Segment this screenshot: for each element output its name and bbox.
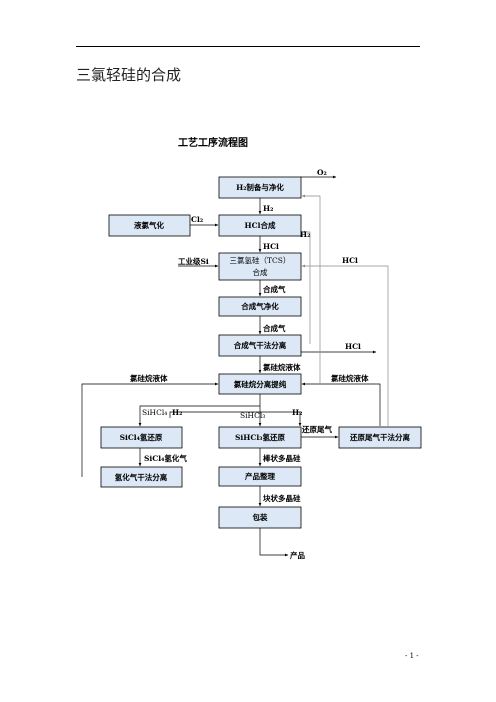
label-h2-b: H₂	[300, 230, 310, 239]
h2-recycle-line	[301, 230, 311, 344]
box-product-finishing: 产品整理	[218, 466, 302, 487]
box-liquid-chlorine: 液氯气化	[108, 214, 191, 237]
label-o2: O₂	[317, 168, 327, 177]
label-cl2: Cl₂	[191, 215, 203, 224]
page-number: - 1 -	[405, 652, 419, 660]
box-tail-gas-separation: 还原尾气干法分离	[338, 426, 422, 449]
hcl-recycle-line	[301, 264, 389, 426]
document-title: 三氯轻硅的合成	[76, 66, 182, 84]
header-rule	[76, 46, 420, 47]
label-product: 产品	[290, 550, 305, 560]
box-tcs-synthesis: 三氯氢硅（TCS） 合成	[218, 252, 302, 281]
box-dry-separation: 合成气干法分离	[218, 334, 302, 357]
chlorosilane-left-return	[81, 382, 219, 477]
h2-recycle-line-2	[301, 194, 321, 384]
sihcl4-branch-arrow	[138, 394, 261, 427]
box-gas-purification: 合成气净化	[218, 296, 302, 317]
flow-labels: O₂ H₂ Cl₂ H₂ HCl HCl 工业级Si 合成气 合成气 HCl 氯…	[130, 168, 369, 560]
box-h2-prep-label: H₂制备与净化	[236, 182, 284, 192]
box-tail-gas-separation-label: 还原尾气干法分离	[349, 432, 410, 442]
box-distillation-label: 氯硅烷分离提纯	[234, 379, 287, 389]
box-hcl-synthesis-label: HCl合成	[245, 220, 276, 230]
label-rod-si: 棒状多晶硅	[263, 453, 301, 463]
box-gas-purification-label: 合成气净化	[241, 301, 279, 311]
label-chunk-si: 块状多晶硅	[263, 493, 301, 503]
label-h2-c: H₂	[172, 408, 182, 417]
label-chlorosilane-left: 氯硅烷液体	[130, 373, 168, 383]
box-hydrogenation-separation-label: 氢化气干法分离	[115, 472, 168, 482]
box-packing-label: 包装	[252, 512, 268, 522]
box-sicl4-reduction-label: SiCl₄氢还原	[120, 432, 163, 442]
product-arrow	[259, 528, 289, 557]
label-chlorosilane-down: 氯硅烷液体	[263, 362, 301, 372]
box-hydrogenation-separation: 氢化气干法分离	[100, 466, 183, 488]
label-sihcl4: SiHCl₄	[142, 408, 167, 417]
label-h2-a: H₂	[263, 204, 273, 213]
box-tcs-line2: 合成	[253, 267, 268, 277]
box-sihcl3-reduction-label: SiHCl₃氢还原	[235, 432, 285, 442]
box-h2-prep: H₂制备与净化	[218, 176, 302, 199]
label-si-feed: 工业级Si	[178, 256, 209, 266]
box-packing: 包装	[218, 506, 302, 529]
label-h2-d: H₂	[292, 408, 302, 417]
chlorosilane-right-return	[301, 382, 381, 426]
label-syngas-a: 合成气	[263, 284, 286, 294]
label-hydro-gas: SiCl₄氢化气	[144, 453, 187, 463]
box-liquid-chlorine-label: 液氯气化	[134, 220, 164, 230]
box-tcs-line1: 三氯氢硅（TCS）	[230, 255, 291, 265]
box-product-finishing-label: 产品整理	[245, 471, 275, 481]
label-sihcl3: SiHCl₃	[240, 411, 265, 420]
label-hcl-right-top: HCl	[342, 256, 358, 265]
box-sicl4-reduction: SiCl₄氢还原	[100, 426, 183, 449]
diagram-title: 工艺工序流程图	[178, 136, 248, 149]
flow-connectors	[81, 175, 389, 557]
box-sihcl3-reduction: SiHCl₃氢还原	[218, 426, 302, 449]
label-syngas-b: 合成气	[263, 323, 286, 333]
h2-distribution-line	[169, 411, 300, 418]
box-dry-separation-label: 合成气干法分离	[234, 340, 287, 350]
label-tail-gas: 还原尾气	[301, 424, 332, 434]
label-hcl-right-mid: HCl	[345, 342, 361, 351]
label-chlorosilane-right: 氯硅烷液体	[331, 373, 369, 383]
box-distillation: 氯硅烷分离提纯	[218, 373, 302, 395]
box-hcl-synthesis: HCl合成	[218, 214, 302, 237]
label-hcl-a: HCl	[263, 242, 279, 251]
